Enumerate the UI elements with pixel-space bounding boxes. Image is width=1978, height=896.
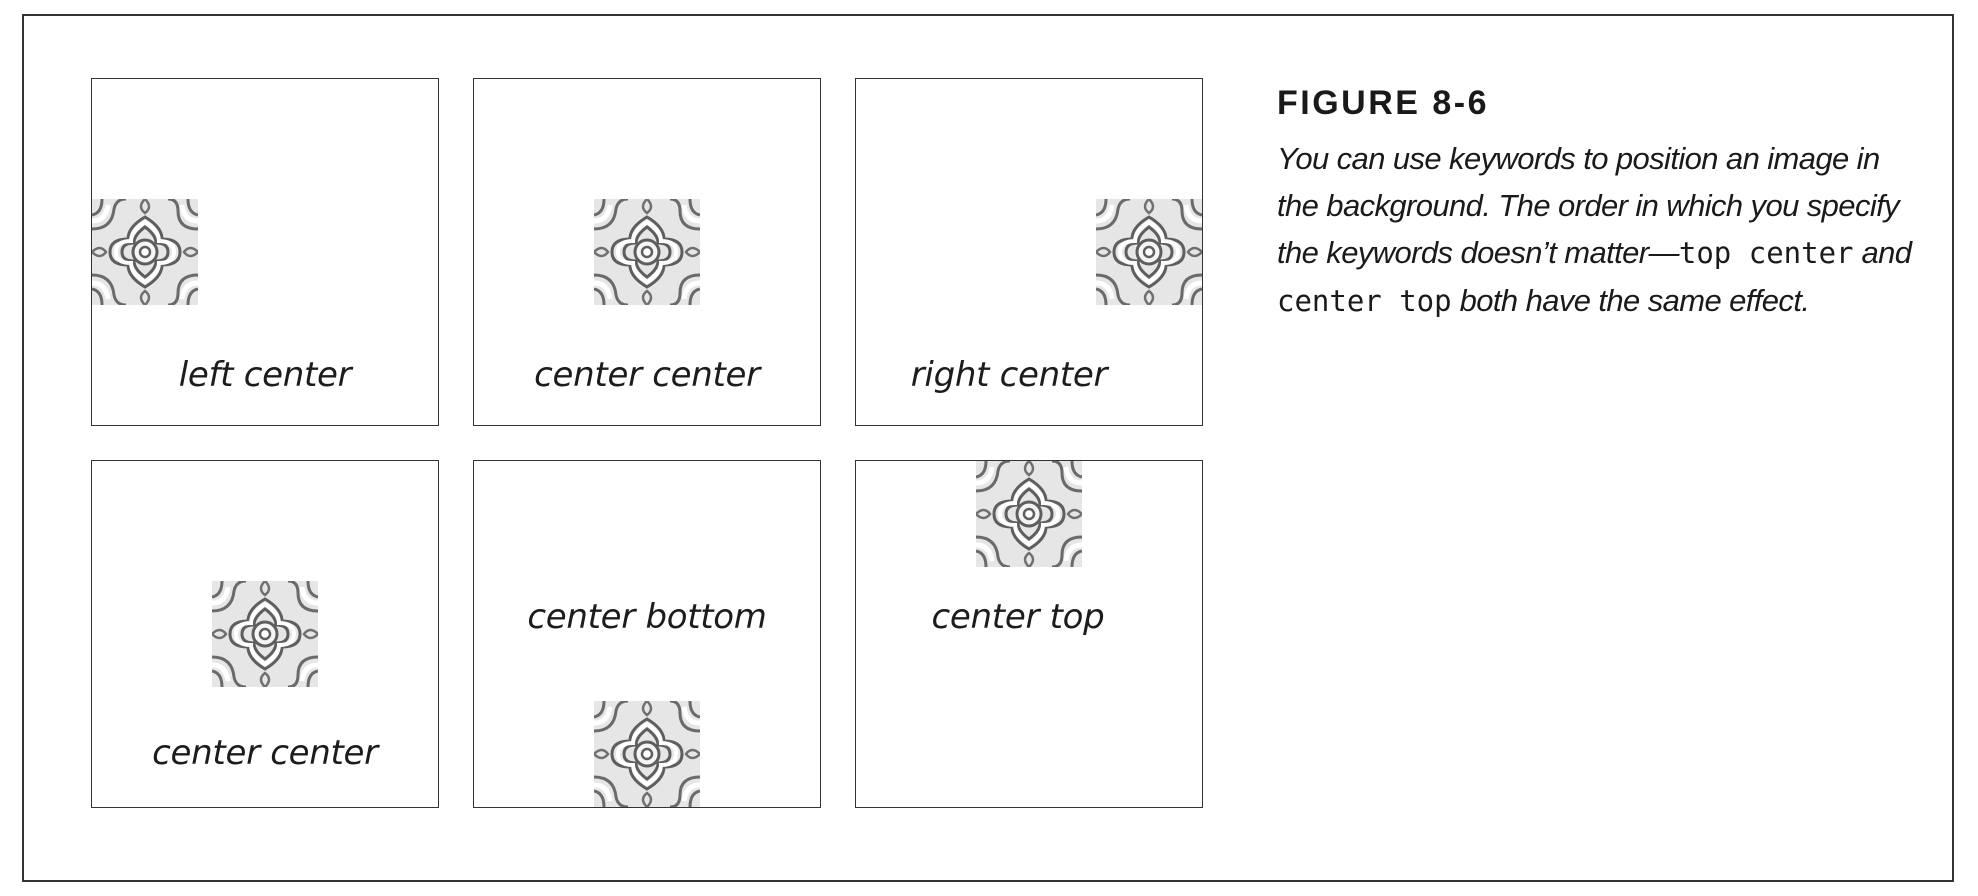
panel-label: right center (855, 355, 1182, 395)
figure-caption: FIGURE 8-6 You can use keywords to posit… (1277, 84, 1917, 325)
panel-right-center: right center (855, 78, 1203, 426)
figure-description: You can use keywords to position an imag… (1277, 135, 1917, 325)
panel-label: left center (92, 355, 438, 395)
panel-label: center center (474, 355, 820, 395)
ornamental-tile-icon (1096, 199, 1202, 305)
panel-left-center: left center (91, 78, 439, 426)
panel-center-center: center center (473, 78, 821, 426)
ornamental-tile-icon (976, 461, 1082, 567)
panel-center-bottom: center bottom (473, 460, 821, 808)
panel-label: center top (855, 597, 1191, 637)
panel-label: center center (92, 733, 438, 773)
code-top-center: top center (1679, 236, 1854, 270)
caption-text: and (1854, 235, 1912, 270)
ornamental-tile-icon (594, 199, 700, 305)
code-center-top: center top (1277, 284, 1452, 318)
ornamental-tile-icon (594, 701, 700, 807)
panel-label: center bottom (474, 597, 820, 637)
caption-text: both have the same effect. (1452, 283, 1810, 318)
panel-center-center-2: center center (91, 460, 439, 808)
ornamental-tile-icon (92, 199, 198, 305)
figure-title: FIGURE 8-6 (1277, 84, 1917, 123)
ornamental-tile-icon (212, 581, 318, 687)
panel-center-top: center top (855, 460, 1203, 808)
